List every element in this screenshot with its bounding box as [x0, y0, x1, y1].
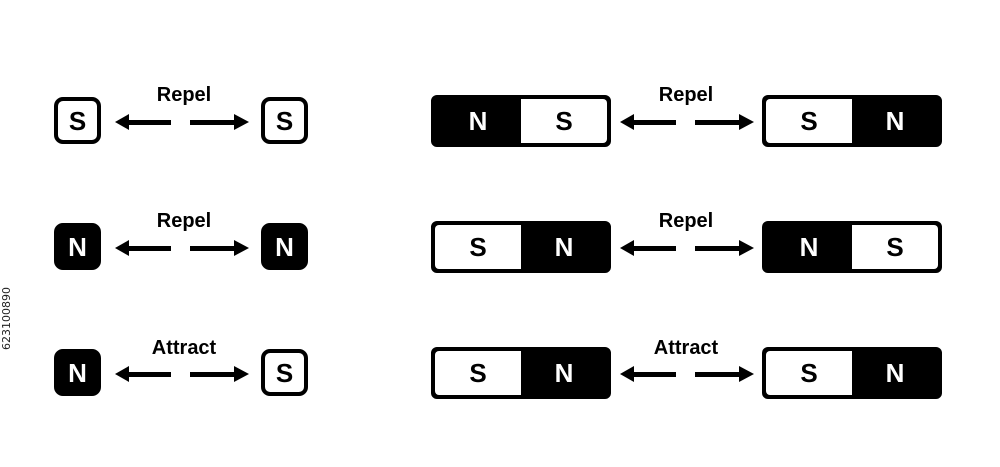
force-label-row2-small: Repel	[156, 210, 212, 232]
force-label-row2-bar: Repel	[658, 210, 714, 232]
small-magnet-right-row3: S	[261, 349, 308, 396]
pole-n: N	[766, 225, 852, 269]
force-label-row3-bar: Attract	[653, 337, 719, 359]
stock-id-watermark: 623100890	[0, 287, 13, 350]
double-arrow-icon	[620, 366, 754, 382]
double-arrow-icon	[620, 114, 754, 130]
bar-magnet-left-row3: S N	[431, 347, 611, 399]
double-arrow-icon	[115, 114, 249, 130]
bar-magnet-right-row1: S N	[762, 95, 942, 147]
pole-label: N	[68, 357, 87, 388]
pole-label: N	[68, 231, 87, 262]
small-magnet-right-row1: S	[261, 97, 308, 144]
double-arrow-icon	[620, 240, 754, 256]
bar-magnet-left-row1: N S	[431, 95, 611, 147]
small-magnet-left-row3: N	[54, 349, 101, 396]
pole-s: S	[852, 225, 938, 269]
bar-magnet-right-row2: N S	[762, 221, 942, 273]
pole-label: S	[275, 357, 294, 388]
force-label-row1-bar: Repel	[658, 84, 714, 106]
pole-s: S	[766, 99, 852, 143]
small-magnet-left-row1: S	[54, 97, 101, 144]
pole-n: N	[435, 99, 521, 143]
double-arrow-icon	[115, 240, 249, 256]
pole-n: N	[852, 99, 938, 143]
force-label-row1-small: Repel	[156, 84, 212, 106]
small-magnet-right-row2: N	[261, 223, 308, 270]
pole-n: N	[521, 225, 607, 269]
pole-s: S	[521, 99, 607, 143]
pole-s: S	[766, 351, 852, 395]
pole-label: S	[275, 105, 294, 136]
double-arrow-icon	[115, 366, 249, 382]
pole-s: S	[435, 351, 521, 395]
pole-label: N	[275, 231, 294, 262]
pole-s: S	[435, 225, 521, 269]
bar-magnet-right-row3: S N	[762, 347, 942, 399]
pole-n: N	[521, 351, 607, 395]
pole-label: S	[68, 105, 87, 136]
bar-magnet-left-row2: S N	[431, 221, 611, 273]
pole-n: N	[852, 351, 938, 395]
force-label-row3-small: Attract	[151, 337, 217, 359]
small-magnet-left-row2: N	[54, 223, 101, 270]
